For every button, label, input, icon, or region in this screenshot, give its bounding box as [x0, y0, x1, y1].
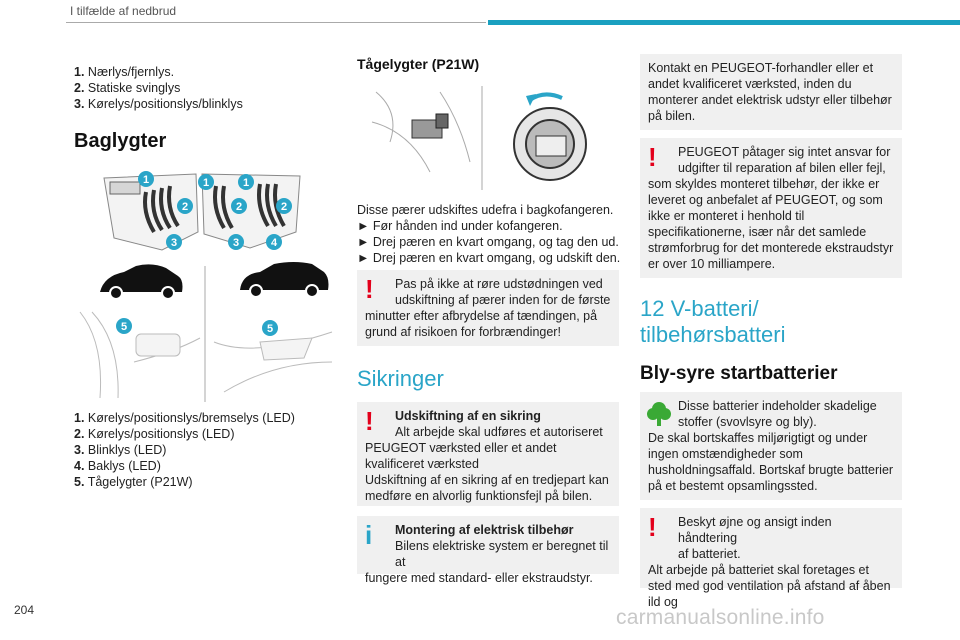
section-heading-baglygter: Baglygter	[74, 130, 167, 152]
badge-3b: 3	[228, 234, 244, 250]
badge-1b: 1	[198, 174, 214, 190]
bumper-underside-sketch	[371, 91, 471, 173]
svg-text:1: 1	[243, 177, 249, 189]
warning-box-fuse: ! Udskiftning af en sikring Alt arbejde …	[357, 402, 619, 506]
badge-2c: 2	[276, 198, 292, 214]
list-item: 2. Kørelys/positionslys (LED)	[74, 427, 235, 441]
step-text: ► Drej pæren en kvart omgang, og tag den…	[357, 235, 619, 249]
svg-text:2: 2	[182, 201, 188, 213]
suv-silhouette	[240, 262, 329, 298]
page-number: 204	[14, 603, 35, 617]
badge-4: 4	[266, 234, 282, 250]
rotate-arrowhead-icon	[526, 94, 536, 106]
note-box-dealer: Kontakt en PEUGEOT-forhandler eller et a…	[640, 54, 902, 130]
list-item: 1. Kørelys/positionslys/bremselys (LED)	[74, 411, 295, 425]
list-item: 1. Nærlys/fjernlys.	[74, 65, 175, 79]
badge-5b: 5	[262, 320, 278, 336]
badge-5a: 5	[116, 318, 132, 334]
step-text: ► Før hånden ind under kofangeren.	[357, 219, 563, 233]
header-rule	[66, 22, 486, 23]
list-item: 2. Statiske svinglys	[74, 81, 181, 95]
fog-instructions: Disse pærer udskiftes udefra i bagkofang…	[357, 202, 622, 266]
warning-icon: !	[648, 512, 657, 542]
warning-icon: !	[365, 274, 374, 304]
svg-text:2: 2	[236, 201, 242, 213]
subheading-lead-acid: Bly-syre startbatterier	[640, 363, 838, 384]
list-item: 3. Kørelys/positionslys/blinklys	[74, 97, 243, 111]
rear-lamps-figure: 1 1 1 2 2 2 3 3 4 5 5	[74, 162, 336, 402]
svg-text:3: 3	[233, 237, 239, 249]
rear-lamp-right-illustration	[201, 173, 301, 249]
svg-text:5: 5	[121, 321, 127, 333]
svg-text:4: 4	[271, 237, 278, 249]
warning-icon: !	[365, 406, 374, 436]
list-item: 5. Tågelygter (P21W)	[74, 475, 193, 489]
section-heading-sikringer: Sikringer	[357, 366, 444, 391]
section-heading-fog-lights: Tågelygter (P21W)	[357, 56, 480, 72]
warning-box-exhaust: ! Pas på ikke at røre udstødningen ved u…	[357, 270, 619, 346]
svg-text:3: 3	[171, 237, 177, 249]
svg-text:2: 2	[281, 201, 287, 213]
badge-2b: 2	[231, 198, 247, 214]
svg-text:1: 1	[203, 177, 209, 189]
warning-icon: !	[648, 142, 657, 172]
front-lights-list: 1. Nærlys/fjernlys. 2. Statiske svinglys…	[74, 64, 334, 112]
info-box-accessories: i Montering af elektrisk tilbehør Bilens…	[357, 516, 619, 585]
bulb-socket-illustration	[513, 107, 587, 181]
badge-1c: 1	[238, 174, 254, 190]
rear-lights-list: 1. Kørelys/positionslys/bremselys (LED) …	[74, 410, 334, 490]
tree-icon	[647, 402, 671, 426]
fog-bulb-figure	[371, 86, 587, 190]
bulb-in-hand-illustration	[411, 113, 449, 139]
svg-text:5: 5	[267, 323, 273, 335]
fog-intro-text: Disse pærer udskiftes udefra i bagkofang…	[357, 203, 614, 217]
info-icon: i	[365, 520, 373, 550]
list-item: 3. Blinklys (LED)	[74, 443, 167, 457]
list-item: 4. Baklys (LED)	[74, 459, 161, 473]
step-text: ► Drej pæren en kvart omgang, og udskift…	[357, 251, 621, 265]
badge-3a: 3	[166, 234, 182, 250]
bumper-sketches	[79, 311, 333, 399]
badge-1a: 1	[138, 171, 154, 187]
badge-2a: 2	[177, 198, 193, 214]
header-accent-bar	[488, 20, 960, 25]
running-header: I tilfælde af nedbrud	[70, 4, 177, 18]
warning-box-liability: ! PEUGEOT påtager sig intet ansvar for u…	[640, 138, 902, 278]
section-heading-battery: 12 V-batteri/ tilbehørsbatteri	[640, 296, 786, 347]
hatchback-silhouette	[100, 264, 183, 300]
warning-box-battery: ! Beskyt øjne og ansigt inden håndtering…	[640, 508, 902, 609]
watermark-text: carmanualsonline.info	[616, 606, 825, 629]
svg-text:1: 1	[143, 174, 149, 186]
eco-box-disposal: Disse batterier indeholder skadelige sto…	[640, 392, 902, 500]
